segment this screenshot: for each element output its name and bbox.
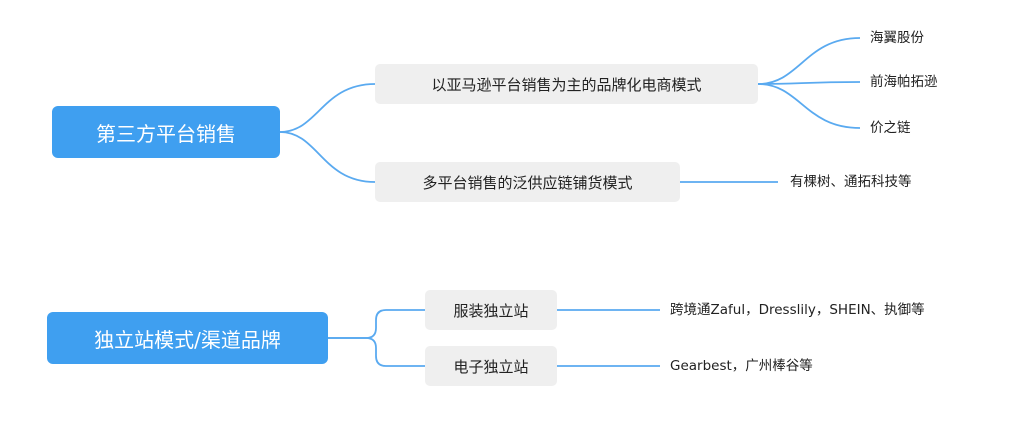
leaf-node-jiazhilian[interactable]: 价之链: [870, 120, 911, 136]
leaf-node-youkeshu[interactable]: 有棵树、通拓科技等: [790, 174, 912, 190]
branch-node-multi-platform[interactable]: 多平台销售的泛供应链铺货模式: [375, 162, 680, 202]
leaf-node-qianhai-patuoxun[interactable]: 前海帕拓逊: [870, 74, 938, 90]
connector-branch1-leaf2: [757, 81, 861, 85]
root-node-third-party[interactable]: 第三方平台销售: [52, 106, 280, 158]
branch-node-amazon-brand[interactable]: 以亚马逊平台销售为主的品牌化电商模式: [375, 64, 758, 104]
branch-node-electronics-site[interactable]: 电子独立站: [425, 346, 557, 386]
leaf-node-zaful-shein[interactable]: 跨境通Zaful，Dresslily，SHEIN、执御等: [670, 302, 925, 318]
branch-node-apparel-site[interactable]: 服装独立站: [425, 290, 557, 330]
connector-branch1-leaf3: [757, 83, 861, 129]
connector-root2-branch1: [328, 309, 425, 339]
connector-branch1-leaf1: [757, 37, 861, 85]
connector-root1-branch2: [279, 131, 376, 183]
connector-root1-branch1: [279, 83, 376, 133]
leaf-node-haiyi[interactable]: 海翼股份: [870, 30, 924, 46]
leaf-node-gearbest[interactable]: Gearbest，广州棒谷等: [670, 358, 813, 374]
connector-root2-branch2: [328, 337, 425, 367]
root-node-independent-site[interactable]: 独立站模式/渠道品牌: [47, 312, 328, 364]
